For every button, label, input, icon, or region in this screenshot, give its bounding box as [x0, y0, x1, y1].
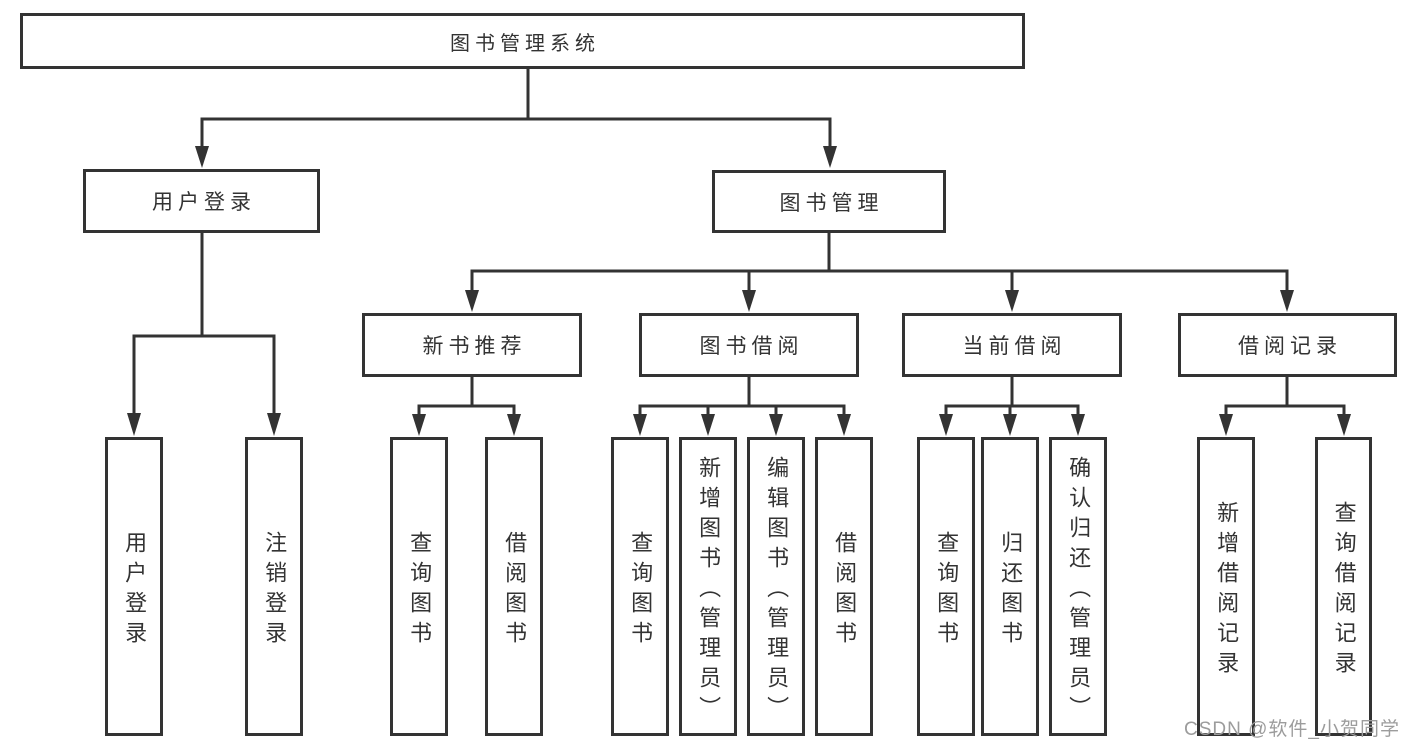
leaf-add-borrow-record: 新增借阅记录: [1197, 437, 1255, 736]
node-label: 新书推荐: [422, 335, 527, 358]
node-label: 图书管理: [779, 191, 884, 215]
node-new-book-recommendation: 新书推荐: [362, 313, 582, 377]
leaf-label: 新增借阅记录: [1214, 500, 1240, 681]
node-book-borrowing: 图书借阅: [639, 313, 859, 377]
node-label: 当前借阅: [962, 335, 1067, 358]
leaf-label: 查询图书: [934, 530, 960, 651]
node-book-management: 图书管理: [712, 170, 946, 233]
leaf-label: 查询借阅记录: [1331, 500, 1357, 681]
leaf-borrowing-query-books: 查询图书: [611, 437, 669, 736]
leaf-label: 借阅图书: [832, 530, 858, 651]
leaf-current-query-books: 查询图书: [917, 437, 975, 736]
leaf-label: 用户登录: [122, 530, 148, 651]
leaf-label: 归还图书: [998, 530, 1024, 651]
leaf-recommend-borrow-books: 借阅图书: [485, 437, 543, 736]
leaf-add-book-admin: 新增图书（管理员）: [679, 437, 737, 736]
leaf-label: 新增图书（管理员）: [696, 455, 722, 726]
leaf-edit-book-admin: 编辑图书（管理员）: [747, 437, 805, 736]
node-label: 图书借阅: [699, 335, 804, 358]
csdn-watermark: CSDN @软件_小贺同学: [1184, 719, 1400, 740]
leaf-label: 查询图书: [628, 530, 654, 651]
node-current-borrowing: 当前借阅: [902, 313, 1122, 377]
leaf-user-login: 用户登录: [105, 437, 163, 736]
leaf-confirm-return-admin: 确认归还（管理员）: [1049, 437, 1107, 736]
leaf-label: 编辑图书（管理员）: [764, 455, 790, 726]
node-borrowing-records: 借阅记录: [1178, 313, 1397, 377]
node-label: 借阅记录: [1238, 335, 1342, 358]
leaf-label: 查询图书: [407, 530, 433, 651]
leaf-label: 注销登录: [262, 530, 288, 651]
leaf-label: 借阅图书: [502, 530, 528, 651]
node-label: 用户登录: [152, 191, 256, 214]
leaf-return-books: 归还图书: [981, 437, 1039, 736]
node-label: 图书管理系统: [450, 32, 600, 55]
node-user-login: 用户登录: [83, 169, 320, 233]
leaf-borrowing-borrow-books: 借阅图书: [815, 437, 873, 736]
leaf-recommend-query-books: 查询图书: [390, 437, 448, 736]
leaf-logout: 注销登录: [245, 437, 303, 736]
leaf-label: 确认归还（管理员）: [1066, 455, 1092, 726]
leaf-query-borrow-record: 查询借阅记录: [1315, 437, 1372, 736]
node-library-management-system: 图书管理系统: [20, 13, 1025, 69]
